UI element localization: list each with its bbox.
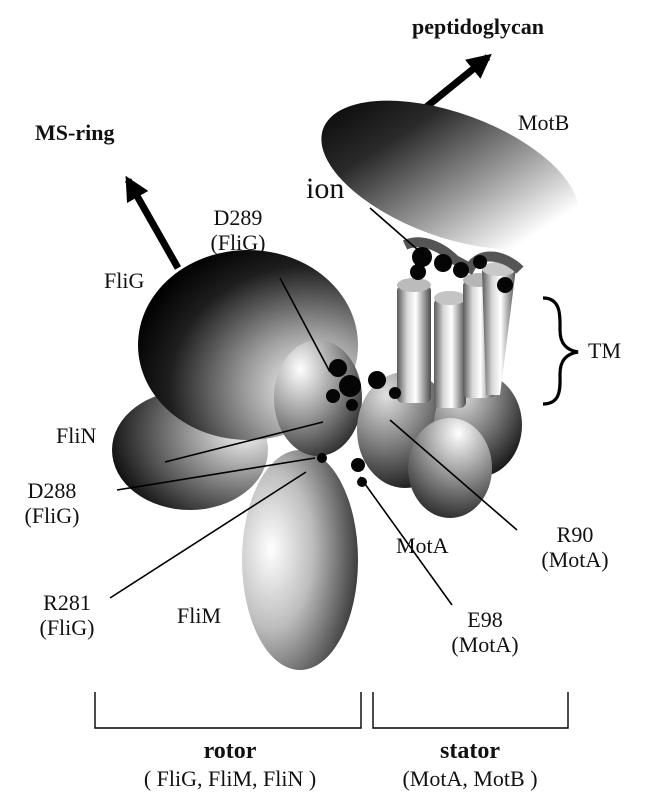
motb-ellipsoid [302,71,598,280]
mota-domain-front [408,418,492,518]
r281-protein: (FliG) [22,615,112,640]
e98-label: E98 (MotA) [430,607,540,658]
d289-protein: (FliG) [198,230,278,255]
r90-label: R90 (MotA) [520,522,630,573]
ms-ring-label: MS-ring [35,120,114,145]
e98-residue: E98 [430,607,540,632]
r281-label: R281 (FliG) [22,590,112,641]
r90-residue: R90 [520,522,630,547]
stator-title: stator [390,738,550,766]
rotor-members: ( FliG, FliM, FliN ) [100,766,360,791]
ms-ring-arrow [128,180,178,268]
tm-brace [543,298,578,404]
rotor-title: rotor [130,738,330,766]
flim-ellipsoid [242,450,358,670]
motb-label: MotB [518,110,569,135]
mota-label: MotA [396,533,449,558]
d288-label: D288 (FliG) [12,478,92,529]
flig-label: FliG [104,268,144,293]
stator-members: (MotA, MotB ) [370,766,570,791]
d289-residue: D289 [198,205,278,230]
r281-residue: R281 [22,590,112,615]
flim-label: FliM [177,603,221,628]
d288-residue: D288 [12,478,92,503]
peptidoglycan-arrow [425,57,488,108]
d289-label: D289 (FliG) [198,205,278,256]
flin-label: FliN [56,423,96,448]
e98-protein: (MotA) [430,632,540,657]
ion-label: ion [306,172,344,207]
flig-c-domain [274,340,362,456]
d288-protein: (FliG) [12,503,92,528]
group-brackets [95,692,568,728]
tm-label: TM [588,338,621,363]
peptidoglycan-label: peptidoglycan [412,14,544,39]
r90-protein: (MotA) [520,547,630,572]
